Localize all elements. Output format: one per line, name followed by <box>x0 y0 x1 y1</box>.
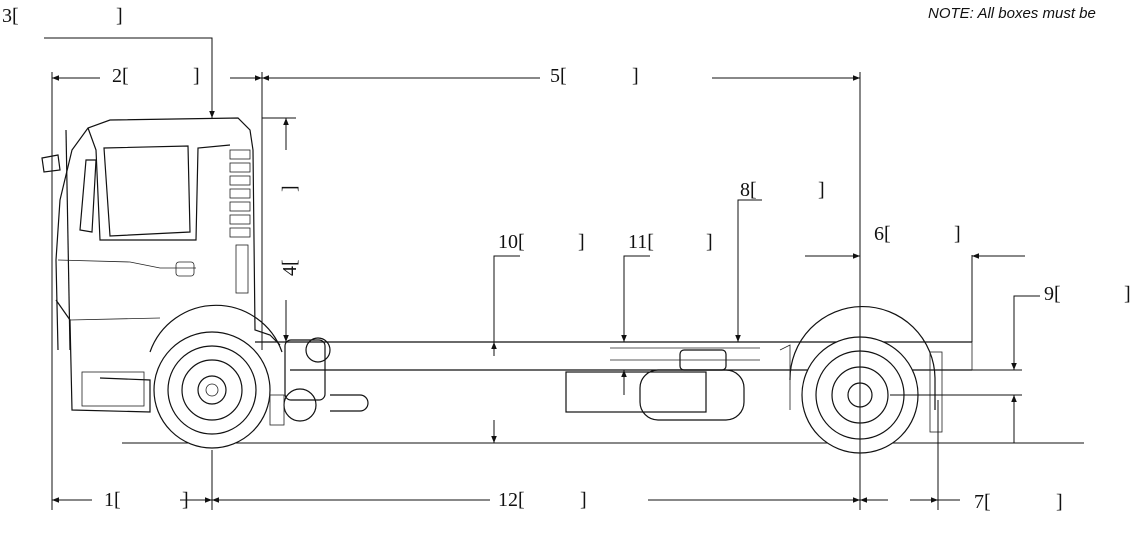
dim-bracket-12: ] <box>580 489 587 511</box>
dim-bracket-11: ] <box>706 231 713 253</box>
dim-label-1: 1[ <box>104 489 121 511</box>
dim-bracket-9: ] <box>1124 283 1131 305</box>
side-mirror <box>41 154 61 173</box>
dimension-labels: 3[ ] 2[ ] 5[ ] 4[ ] 8[ ] 10[ ] 11[ ] 6[ … <box>2 5 1131 513</box>
dim-bracket-2: ] <box>193 65 200 87</box>
dim-label-9: 9[ <box>1044 283 1061 305</box>
dim-label-6: 6[ <box>874 223 891 245</box>
truck-drawing <box>41 117 973 454</box>
dim-label-7: 7[ <box>974 491 991 513</box>
dim-label-11: 11[ <box>628 231 654 253</box>
cab-outline <box>55 117 281 351</box>
dim-label-10: 10[ <box>498 231 525 253</box>
dim-label-3: 3[ <box>2 5 19 27</box>
mirror <box>79 159 97 233</box>
dim-bracket-1: ] <box>182 489 189 511</box>
front-wheel <box>153 331 271 449</box>
cab-window <box>103 145 191 237</box>
dim-label-4: 4[ <box>279 259 301 276</box>
dim-bracket-10: ] <box>578 231 585 253</box>
dim-bracket-5: ] <box>632 65 639 87</box>
dim-label-8: 8[ <box>740 179 757 201</box>
dim-label-2: 2[ <box>112 65 129 87</box>
dim-bracket-7: ] <box>1056 491 1063 513</box>
dim-bracket-4: ] <box>279 185 301 192</box>
dimension-lines <box>44 37 1040 510</box>
dim-bracket-3: ] <box>116 5 123 27</box>
dim-bracket-8: ] <box>818 179 825 201</box>
dim-label-5: 5[ <box>550 65 567 87</box>
rear-mudguard <box>789 305 936 410</box>
note-text: NOTE: All boxes must be <box>928 5 1096 22</box>
dim-bracket-6: ] <box>954 223 961 245</box>
dim-label-12: 12[ <box>498 489 525 511</box>
